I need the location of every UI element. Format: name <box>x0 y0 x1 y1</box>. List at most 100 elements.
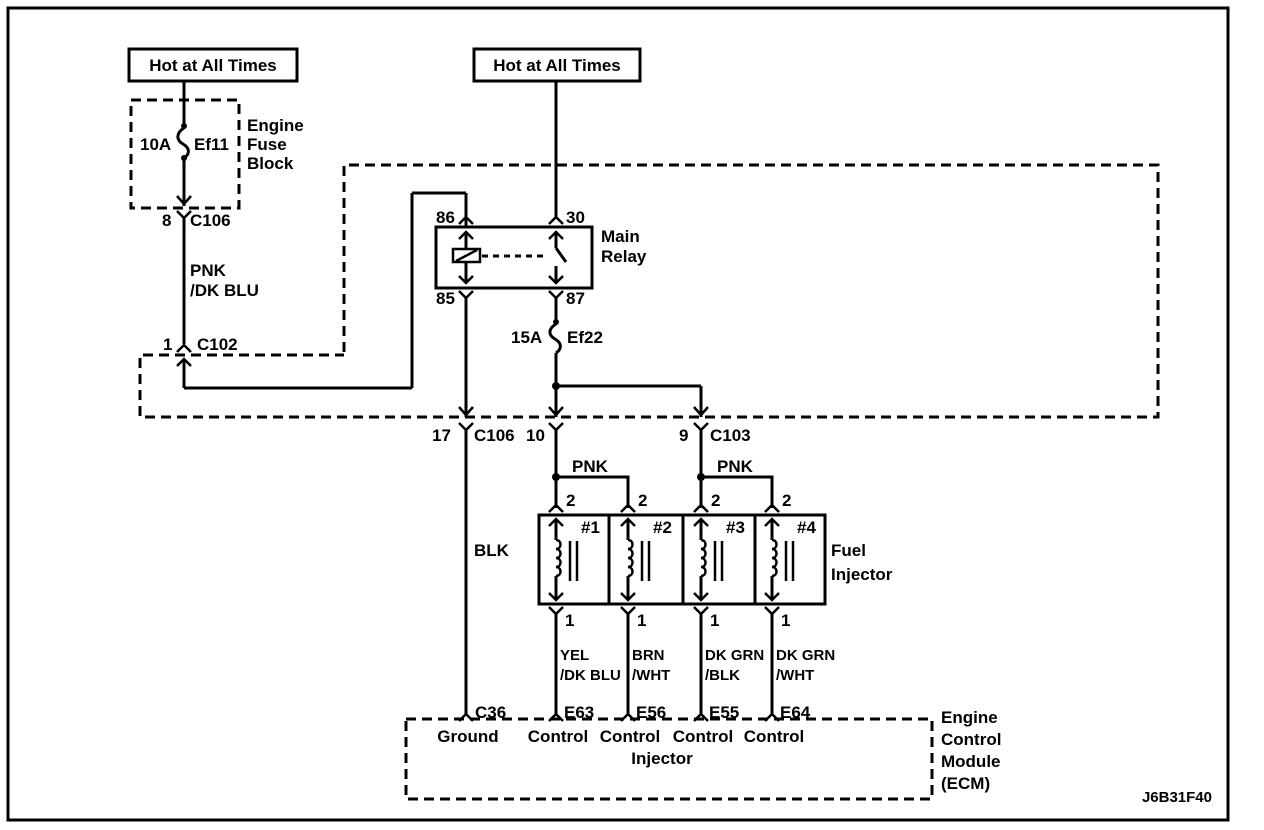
wire-color-label: /WHT <box>632 667 670 684</box>
relay-coil-icon <box>455 248 478 263</box>
main-relay-box <box>434 225 594 290</box>
ecm-control-label: Control <box>673 727 733 746</box>
fuse-rating: 10A <box>140 135 171 154</box>
injector-number: #1 <box>581 518 600 537</box>
ecm-control-label: Control <box>600 727 660 746</box>
connector-pin-number: 17 <box>432 426 451 445</box>
fuse-id: Ef22 <box>567 328 603 347</box>
connector-name: C102 <box>197 335 238 354</box>
ecm-label-line2: Control <box>941 730 1001 749</box>
fuse-block-label-line1: Engine <box>247 116 304 135</box>
fuse-block-label-line3: Block <box>247 154 294 173</box>
fuse-id: Ef11 <box>194 135 229 154</box>
injector-label-line2: Injector <box>831 565 893 584</box>
wire-color-label: YEL <box>560 647 589 664</box>
wire-color-label: /BLK <box>705 667 740 684</box>
wire-pnk <box>701 475 774 508</box>
injector-coil-icon <box>771 538 778 578</box>
injector-label-line1: Fuel <box>831 541 866 560</box>
connector-female-icon <box>764 606 780 616</box>
engine-harness-outline <box>138 163 1160 419</box>
ecm-pin: E63 <box>564 703 594 722</box>
arrow-down-icon <box>176 195 192 206</box>
arrow-up-icon <box>458 230 474 240</box>
connector-name: C103 <box>710 426 751 445</box>
ecm-outline <box>404 717 934 801</box>
relay-pin-30: 30 <box>566 208 585 227</box>
connector-name: C106 <box>474 426 515 445</box>
wire-color-label: BRN <box>632 647 665 664</box>
wire-color-label: PNK <box>717 457 754 476</box>
diagram-frame <box>6 6 1230 822</box>
wire-color-label: BLK <box>474 541 510 560</box>
arrow-up-icon <box>176 357 192 367</box>
connector-pin-number: 8 <box>162 211 171 230</box>
connector-male-icon <box>548 215 564 225</box>
connector-female-icon <box>548 290 564 300</box>
injector-pin-out: 1 <box>637 611 646 630</box>
ecm-label-line3: Module <box>941 752 1001 771</box>
arrow-up-icon <box>548 230 564 240</box>
arrow-up-icon <box>693 517 709 527</box>
injector-number: #4 <box>797 518 816 537</box>
connector-female-icon <box>548 422 564 432</box>
injector-pin-out: 1 <box>565 611 574 630</box>
connector-female-icon <box>693 422 709 432</box>
fuse-rating: 15A <box>511 328 542 347</box>
arrow-up-icon <box>620 517 636 527</box>
injector-number: #3 <box>726 518 745 537</box>
ecm-injector-label: Injector <box>631 749 693 768</box>
ecm-control-label: Control <box>744 727 804 746</box>
ecm-pin: E64 <box>780 703 811 722</box>
connector-female-icon <box>620 606 636 616</box>
arrow-up-icon <box>548 517 564 527</box>
ecm-label-line4: (ECM) <box>941 774 990 793</box>
ecm-pin: C36 <box>475 703 506 722</box>
relay-pin-85: 85 <box>436 289 455 308</box>
connector-female-icon <box>176 210 192 220</box>
arrow-down-icon <box>458 406 474 417</box>
arrow-down-icon <box>458 275 474 285</box>
connector-male-icon <box>458 712 474 722</box>
injector-pin-in: 2 <box>566 491 575 510</box>
connector-male-icon <box>458 215 474 225</box>
power-source-label: Hot at All Times <box>493 56 621 75</box>
wire-color-label: /DK BLU <box>560 667 621 684</box>
wire-color-label: DK GRN <box>705 647 764 664</box>
ecm-pin: E55 <box>709 703 739 722</box>
wire-color-label: PNK <box>572 457 609 476</box>
fuse-block-label-line2: Fuse <box>247 135 287 154</box>
injector-pin-in: 2 <box>638 491 647 510</box>
ecm-control-label: Control <box>528 727 588 746</box>
arrow-down-icon <box>548 406 564 417</box>
power-source-left: Hot at All Times <box>127 47 299 83</box>
relay-pin-87: 87 <box>566 289 585 308</box>
connector-male-icon <box>176 343 192 353</box>
power-source-right: Hot at All Times <box>472 47 642 83</box>
fuse-ef11-icon <box>176 126 190 160</box>
connector-female-icon <box>458 422 474 432</box>
connector-pin-number: 10 <box>526 426 545 445</box>
connector-pin-number: 1 <box>163 335 172 354</box>
injector-pin-in: 2 <box>711 491 720 510</box>
connector-male-icon <box>693 503 709 513</box>
injector-pin-in: 2 <box>782 491 791 510</box>
wire-color-label: /DK BLU <box>190 281 259 300</box>
wire-pnk <box>556 475 630 508</box>
connector-male-icon <box>548 503 564 513</box>
fuse-terminal <box>181 155 187 161</box>
injector-coil-icon <box>627 538 634 578</box>
arrow-down-icon <box>693 592 709 602</box>
arrow-down-icon <box>548 592 564 602</box>
arrow-up-icon <box>764 517 780 527</box>
connector-male-icon <box>620 503 636 513</box>
arrow-down-icon <box>693 406 709 417</box>
figure-id: J6B31F40 <box>1142 789 1212 806</box>
connector-female-icon <box>458 290 474 300</box>
ecm-pin: E56 <box>636 703 666 722</box>
injector-pin-out: 1 <box>710 611 719 630</box>
